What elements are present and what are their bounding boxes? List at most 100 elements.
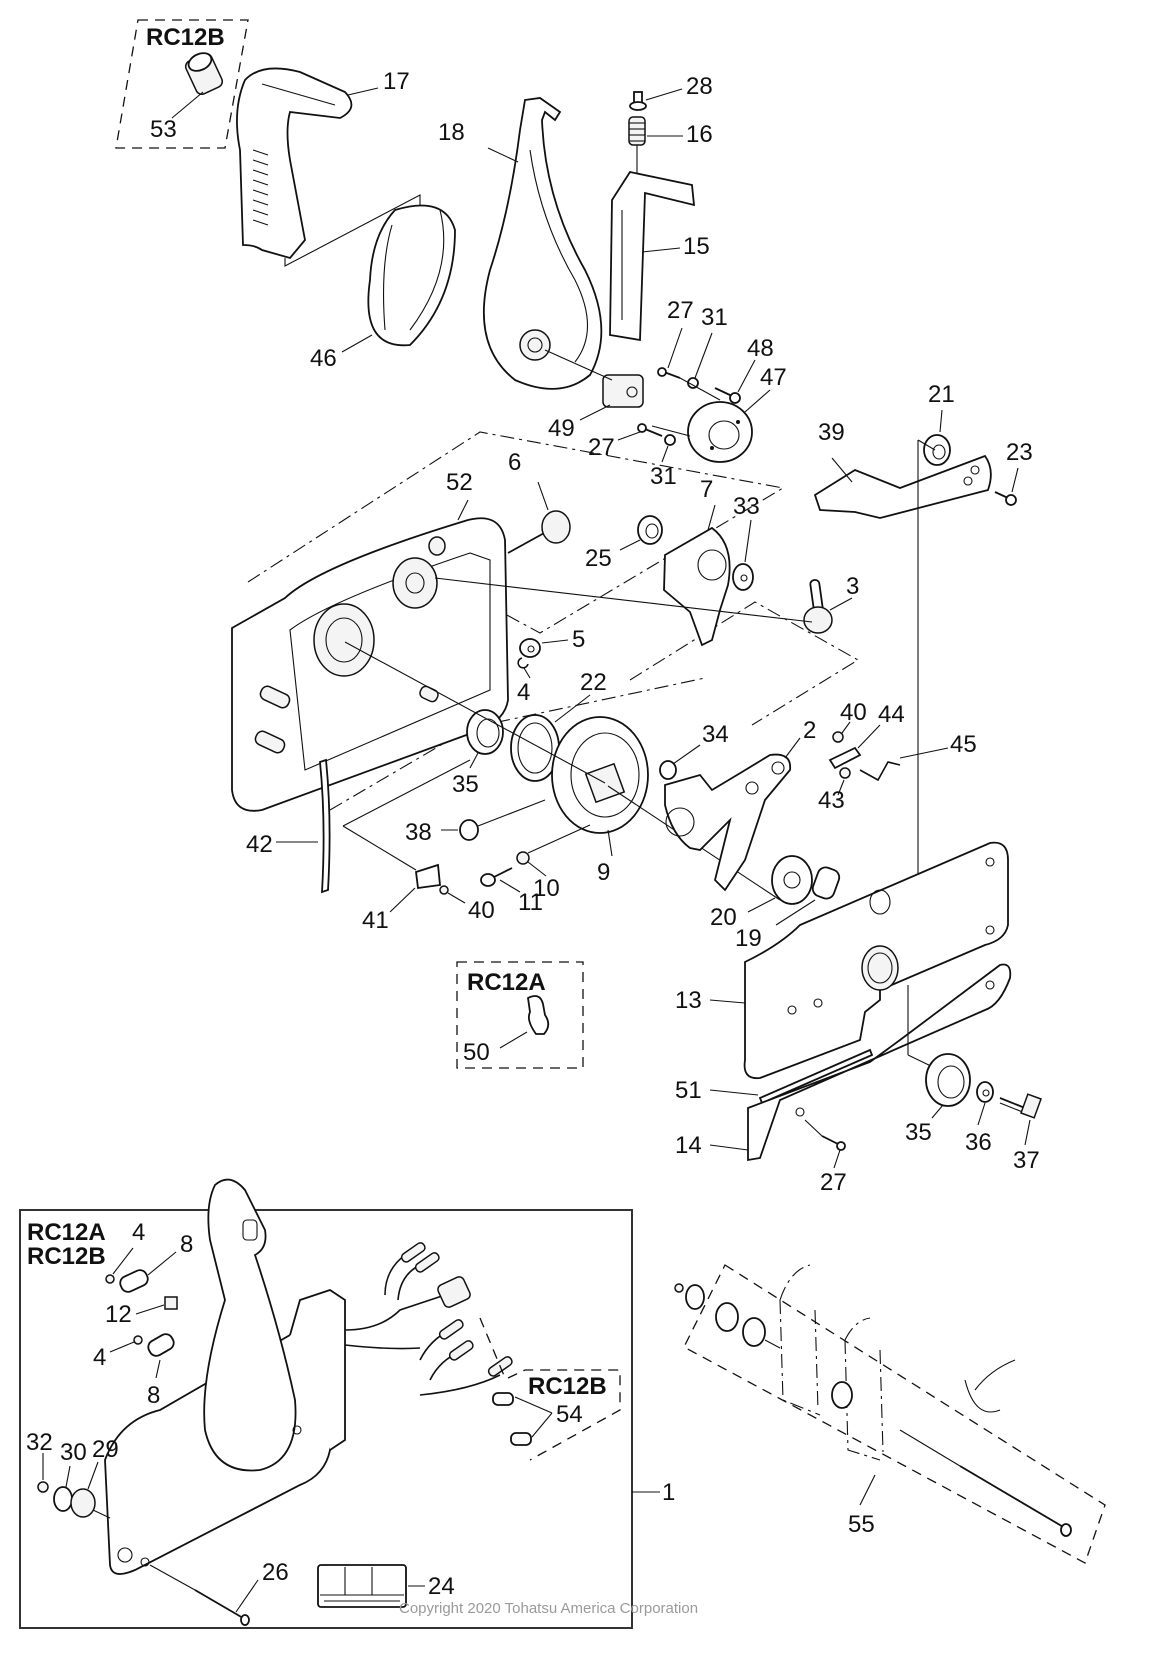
part-55-mounting-kit[interactable] — [674, 1264, 1106, 1564]
callout-10: 10 — [533, 875, 560, 902]
callout-40-lower: 40 — [468, 897, 495, 924]
callout-9: 9 — [597, 859, 610, 886]
part-28-screw[interactable] — [629, 91, 647, 111]
part-23-screw[interactable] — [994, 491, 1017, 506]
callout-53: 53 — [150, 116, 177, 143]
part-43-collar[interactable] — [839, 767, 851, 779]
part-49-shaft-block[interactable] — [602, 374, 644, 408]
part-11-bolt[interactable] — [480, 867, 513, 887]
part-53-trim-cap[interactable] — [184, 50, 225, 97]
callout-46: 46 — [310, 345, 337, 372]
part-8-joint-upper[interactable] — [118, 1268, 150, 1294]
callout-38: 38 — [405, 819, 432, 846]
callout-18: 18 — [438, 119, 465, 146]
part-10-nut[interactable] — [516, 851, 530, 865]
callout-20: 20 — [710, 904, 737, 931]
part-4-e-clip[interactable] — [517, 657, 529, 669]
part-14-lower-cover[interactable] — [747, 963, 1012, 1162]
callout-51: 51 — [675, 1077, 702, 1104]
part-5-washer[interactable] — [519, 638, 541, 658]
callout-8-kit-lower: 8 — [147, 1382, 160, 1409]
kit-label-rc12b: RC12B — [27, 1243, 106, 1270]
part-2-throttle-arm-plate[interactable] — [664, 753, 792, 892]
part-42-gasket-strip[interactable] — [319, 758, 331, 894]
callout-4: 4 — [517, 679, 530, 706]
part-52-control-housing[interactable] — [231, 517, 509, 812]
callout-52: 52 — [446, 469, 473, 496]
part-4-e-clip-kit-upper[interactable] — [105, 1274, 115, 1284]
part-36-washer[interactable] — [976, 1081, 994, 1103]
part-4-e-clip-kit-lower[interactable] — [133, 1335, 143, 1345]
part-20-friction-cam[interactable] — [771, 855, 813, 905]
part-34-collar[interactable] — [659, 760, 677, 780]
part-37-bolt[interactable] — [999, 1093, 1042, 1119]
callout-44: 44 — [878, 701, 905, 728]
assembled-control-box[interactable] — [104, 1178, 346, 1575]
part-15-lock-bar[interactable] — [609, 170, 696, 342]
part-46-lever-cover[interactable] — [367, 204, 456, 347]
part-25-bushing[interactable] — [637, 515, 663, 545]
callout-45: 45 — [950, 731, 977, 758]
callout-50: 50 — [463, 1039, 490, 1066]
callout-42: 42 — [246, 831, 273, 858]
part-16-spring[interactable] — [628, 116, 646, 146]
part-13-side-cover[interactable] — [743, 841, 1009, 1080]
part-45-spring[interactable] — [859, 761, 901, 782]
callout-35-upper: 35 — [452, 771, 479, 798]
callout-40-upper: 40 — [840, 699, 867, 726]
part-32-nut[interactable] — [37, 1481, 49, 1493]
part-7-shift-cam[interactable] — [663, 526, 731, 647]
part-27-screw-lower[interactable] — [637, 423, 663, 437]
part-27-screw-upper[interactable] — [657, 367, 681, 379]
callout-41: 41 — [362, 907, 389, 934]
callout-48: 48 — [747, 335, 774, 362]
grip-ridges — [252, 149, 269, 226]
part-48-screw[interactable] — [714, 387, 741, 404]
part-40-screw-upper[interactable] — [832, 731, 844, 743]
part-35-bushing-lower[interactable] — [925, 1053, 971, 1107]
part-9-throttle-gear[interactable] — [551, 716, 649, 834]
callout-6: 6 — [508, 449, 521, 476]
variant-label-rc12b-kit: RC12B — [528, 1373, 607, 1400]
part-54-terminal-upper[interactable] — [492, 1392, 514, 1406]
callout-32: 32 — [26, 1429, 53, 1456]
wiring-harness[interactable] — [344, 1241, 514, 1396]
part-26-mounting-bolt[interactable] — [149, 1564, 250, 1626]
callout-54: 54 — [556, 1401, 583, 1428]
callout-26: 26 — [262, 1559, 289, 1586]
part-39-neutral-plate[interactable] — [813, 454, 992, 519]
part-29-grommet[interactable] — [70, 1488, 96, 1518]
callout-22: 22 — [580, 669, 607, 696]
callout-25: 25 — [585, 545, 612, 572]
callout-29: 29 — [92, 1436, 119, 1463]
part-3-shift-arm[interactable] — [803, 579, 833, 634]
part-8-joint-lower[interactable] — [146, 1332, 177, 1359]
part-31-washer-lower[interactable] — [664, 434, 676, 446]
part-17-handle-grip[interactable] — [236, 67, 353, 260]
part-21-washer[interactable] — [923, 434, 951, 466]
part-35-bushing-upper[interactable] — [466, 709, 504, 755]
part-38-cap[interactable] — [459, 819, 479, 841]
callout-37: 37 — [1013, 1147, 1040, 1174]
part-51-gasket[interactable] — [758, 1048, 874, 1105]
part-50-cable-clamp[interactable] — [527, 995, 550, 1035]
part-30-washer[interactable] — [53, 1486, 73, 1512]
part-44-detent-lever[interactable] — [828, 746, 862, 770]
part-40-screw-lower[interactable] — [439, 885, 449, 895]
part-12-clip[interactable] — [164, 1296, 178, 1310]
part-47-cam-ring[interactable] — [687, 401, 753, 463]
part-41-clip-plate[interactable] — [415, 863, 441, 890]
callout-5: 5 — [572, 626, 585, 653]
part-33-washer[interactable] — [732, 563, 754, 591]
part-18-control-lever[interactable] — [482, 97, 603, 390]
part-54-terminal-lower[interactable] — [510, 1432, 532, 1446]
callout-39: 39 — [818, 419, 845, 446]
part-6-shift-shaft[interactable] — [507, 510, 571, 554]
part-27-screw-cover[interactable] — [821, 1135, 846, 1151]
variant-box-rc12b-kit: RC12B 54 — [479, 1317, 621, 1461]
callout-4-kit-lower: 4 — [93, 1344, 106, 1371]
part-24-caution-label[interactable] — [317, 1564, 407, 1608]
callout-8-kit-upper: 8 — [180, 1231, 193, 1258]
callout-17: 17 — [383, 68, 410, 95]
part-19-pin-clip[interactable] — [811, 865, 842, 901]
